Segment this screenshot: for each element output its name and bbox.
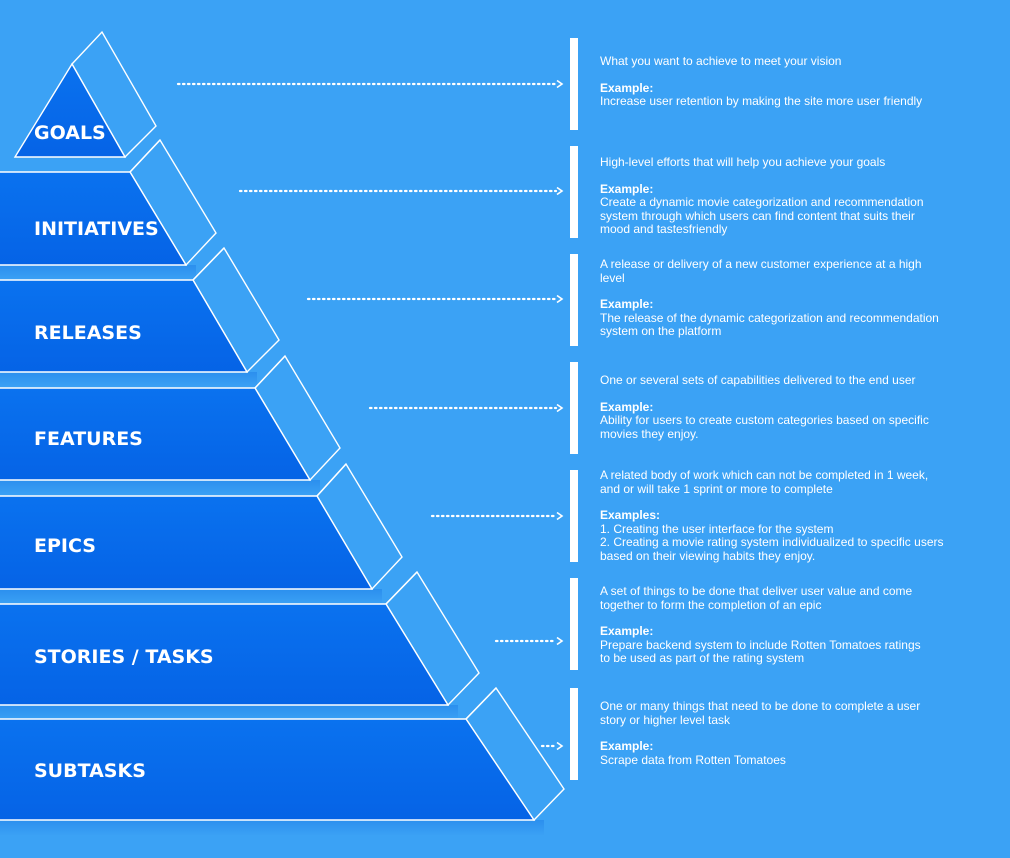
- example-line: 1. Creating the user interface for the s…: [600, 521, 834, 536]
- tier-shadow: [0, 820, 544, 836]
- example-heading: Example:: [600, 739, 654, 753]
- divider-bar: [570, 146, 578, 238]
- tier-top-edge: [465, 687, 497, 720]
- example-line: to be used as part of the rating system: [600, 651, 805, 665]
- divider-bar: [570, 254, 578, 346]
- description-line: High-level efforts that will help you ac…: [600, 155, 886, 169]
- initiatives-label: INITIATIVES: [34, 218, 159, 240]
- example-heading: Example:: [600, 297, 654, 311]
- tier-epics: [0, 462, 403, 605]
- arrow-head-icon: [556, 741, 564, 751]
- divider-bar: [570, 578, 578, 670]
- tier-shadow: [0, 265, 196, 281]
- tier-top-edge: [316, 463, 347, 497]
- tier-shadow: [0, 372, 257, 388]
- subtasks-description-block: One or many things that need to be done …: [570, 688, 1000, 780]
- description-line: level: [600, 270, 625, 285]
- tier-initiatives: [0, 138, 217, 281]
- example-line: mood and tastesfriendly: [600, 222, 728, 236]
- tier-front-face: [13, 62, 127, 158]
- tier-releases: [0, 246, 280, 388]
- arrow-head-icon: [556, 636, 564, 646]
- subtasks-label: SUBTASKS: [34, 760, 146, 782]
- divider-bar: [570, 362, 578, 454]
- tier-shadow: [0, 705, 458, 721]
- tier-front-face: [0, 603, 450, 706]
- stories-tasks-description-block: A set of things to be done that deliver …: [570, 578, 1000, 670]
- tier-top-edge: [385, 571, 418, 605]
- epics-label: EPICS: [34, 535, 96, 557]
- arrow-head-icon: [556, 186, 564, 196]
- tier-top-edge: [192, 247, 225, 281]
- initiatives-description-block: High-level efforts that will help you ac…: [570, 146, 1000, 238]
- description-line: One or several sets of capabilities deli…: [600, 373, 916, 387]
- description-line: A release or delivery of a new customer …: [600, 257, 922, 271]
- connector-arrow-goals: [176, 79, 564, 89]
- connector-arrow-releases: [306, 294, 564, 304]
- example-line: based on their viewing habits they enjoy…: [600, 548, 816, 563]
- tier-front-face: [0, 279, 249, 373]
- arrow-head-icon: [556, 403, 564, 413]
- divider-bar: [570, 470, 578, 562]
- connector-arrow-subtasks: [540, 741, 564, 751]
- tier-front-face: [0, 387, 312, 481]
- goals-description-block: What you want to achieve to meet your vi…: [570, 38, 1000, 130]
- tier-front-face: [0, 495, 374, 590]
- tier-goals: [13, 30, 157, 159]
- example-heading: Example:: [600, 80, 654, 95]
- example-line: system on the platform: [600, 324, 722, 338]
- connector-arrow-initiatives: [238, 186, 564, 196]
- features-description-block: One or several sets of capabilities deli…: [570, 362, 1000, 454]
- description-line: together to form the completion of an ep…: [600, 597, 822, 612]
- description-line: and or will take 1 sprint or more to com…: [600, 481, 833, 496]
- epics-description-block: A related body of work which can not be …: [570, 468, 1000, 563]
- example-line: movies they enjoy.: [600, 426, 699, 441]
- tier-shadow: [0, 480, 320, 496]
- description-line: A related body of work which can not be …: [600, 468, 929, 482]
- tier-subtasks: [0, 686, 565, 836]
- example-heading: Example:: [600, 399, 654, 414]
- description-line: A set of things to be done that deliver …: [600, 584, 913, 598]
- example-heading: Examples:: [600, 508, 661, 522]
- tier-stories: [0, 570, 480, 721]
- releases-description-block: A release or delivery of a new customer …: [570, 254, 1000, 346]
- divider-bar: [570, 38, 578, 130]
- tier-features: [0, 354, 341, 496]
- connector-arrow-epics: [430, 511, 564, 521]
- tier-shadow: [0, 589, 382, 605]
- description-line: What you want to achieve to meet your vi…: [600, 54, 842, 68]
- tier-top-edge: [129, 139, 161, 173]
- example-line: Ability for users to create custom categ…: [600, 413, 929, 427]
- example-line: 2. Creating a movie rating system indivi…: [600, 535, 944, 549]
- description-line: One or many things that need to be done …: [600, 699, 921, 713]
- connector-arrow-stories-tasks: [494, 636, 564, 646]
- releases-label: RELEASES: [34, 322, 142, 344]
- tier-top-edge: [254, 355, 286, 389]
- example-heading: Example:: [600, 181, 654, 196]
- arrow-head-icon: [556, 79, 564, 89]
- description-line: story or higher level task: [600, 712, 731, 727]
- connector-arrow-features: [368, 403, 564, 413]
- example-line: system through which users can find cont…: [600, 208, 915, 223]
- tier-front-face: [0, 718, 536, 821]
- example-line: The release of the dynamic categorizatio…: [600, 310, 939, 325]
- example-line: Create a dynamic movie categorization an…: [600, 195, 924, 209]
- example-heading: Example:: [600, 624, 654, 638]
- divider-bar: [570, 688, 578, 780]
- tier-front-face: [0, 171, 188, 266]
- stories-tasks-label: STORIES / TASKS: [34, 646, 214, 668]
- arrow-head-icon: [556, 294, 564, 304]
- arrow-head-icon: [556, 511, 564, 521]
- example-line: Prepare backend system to include Rotten…: [600, 637, 921, 652]
- features-label: FEATURES: [34, 428, 143, 450]
- example-line: Increase user retention by making the si…: [600, 94, 923, 108]
- example-line: Scrape data from Rotten Tomatoes: [600, 752, 786, 767]
- goals-label: GOALS: [34, 122, 106, 144]
